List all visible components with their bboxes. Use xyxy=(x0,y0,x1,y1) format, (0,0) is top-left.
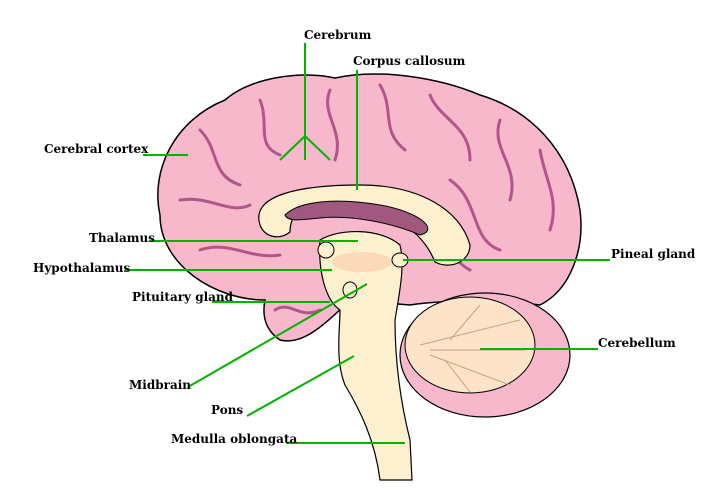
label-hypothalamus: Hypothalamus xyxy=(33,261,131,275)
label-corpus-callosum: Corpus callosum xyxy=(353,54,466,68)
label-midbrain: Midbrain xyxy=(129,378,192,392)
label-pineal-gland: Pineal gland xyxy=(611,247,696,261)
label-pituitary-gland: Pituitary gland xyxy=(132,290,234,304)
label-thalamus: Thalamus xyxy=(89,231,155,245)
leader-lines xyxy=(125,43,610,444)
label-cerebrum: Cerebrum xyxy=(304,28,372,42)
label-pons: Pons xyxy=(211,403,244,417)
cortex-folds xyxy=(178,83,555,315)
hypothalamus-tint xyxy=(332,252,392,272)
brainstem-shape xyxy=(319,231,413,481)
label-cerebral-cortex: Cerebral cortex xyxy=(44,142,149,156)
label-cerebellum: Cerebellum xyxy=(598,336,676,350)
leader-midbrain xyxy=(187,283,368,388)
label-medulla-oblongata: Medulla oblongata xyxy=(171,432,298,446)
thalamus-nucleus xyxy=(317,241,335,259)
cerebellum-inner xyxy=(404,296,536,394)
leader-pons xyxy=(246,355,355,417)
leader-cerebrum-fork xyxy=(279,134,331,161)
lateral-ventricle xyxy=(284,200,429,236)
